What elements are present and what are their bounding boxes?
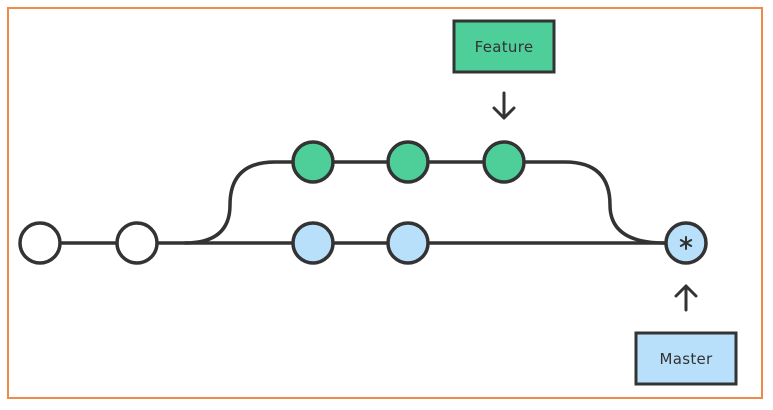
feature-pointer: Feature (452, 19, 556, 120)
commit-master-1 (291, 221, 335, 265)
arrow-up-icon (674, 284, 698, 312)
diagram-frame (7, 7, 763, 399)
arrow-down-icon (492, 91, 516, 120)
feature-label: Feature (475, 38, 534, 56)
commit-feature-2 (386, 140, 430, 184)
master-label: Master (659, 350, 713, 368)
commit-base-1 (18, 221, 62, 265)
commit-feature-3 (482, 140, 526, 184)
master-pointer: Master (634, 284, 738, 386)
commit-merge (664, 221, 708, 265)
commit-base-2 (115, 221, 159, 265)
commit-master-2 (386, 221, 430, 265)
feature-branch-curve (183, 160, 667, 245)
commit-feature-1 (291, 140, 335, 184)
asterisk-icon (679, 236, 693, 250)
master-label-box (634, 331, 738, 386)
feature-label-box (452, 19, 556, 74)
